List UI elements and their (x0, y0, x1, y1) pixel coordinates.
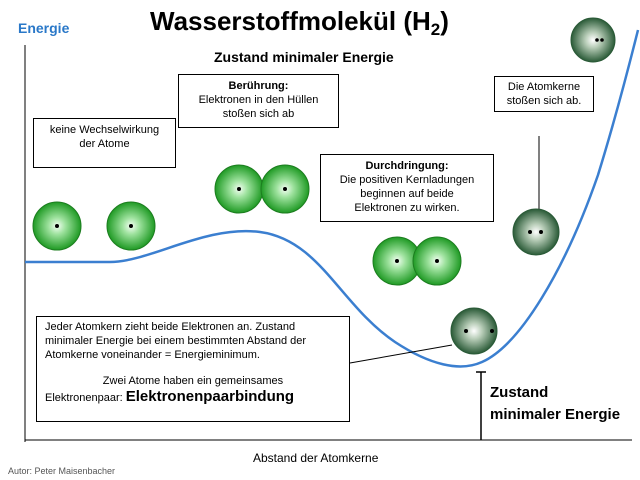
subtitle: Zustand minimaler Energie (214, 49, 394, 65)
atom-separate-right (106, 201, 156, 251)
box-contact-heading: Berührung: (228, 80, 289, 92)
box-contact-line2: stoßen sich ab (222, 108, 295, 120)
atom-penetrating-right (412, 236, 462, 286)
box-no-interaction-line1: keine Wechselwirkung (49, 124, 160, 136)
box-penetration-line3: Elektronen zu wirken. (354, 202, 460, 214)
author-credit: Autor: Peter Maisenbacher (8, 466, 116, 476)
bond-type-label: Elektronenpaarbindung (125, 388, 295, 405)
page-title: Wasserstoffmolekül (H2) (150, 6, 449, 39)
energy-curve (25, 29, 640, 368)
box-contact-line1: Elektronen in den Hüllen (198, 94, 319, 106)
pointer-line-explanation (349, 344, 453, 364)
box-no-interaction: keine Wechselwirkung der Atome (33, 118, 176, 168)
box-penetration-line1: Die positiven Kernladungen (339, 174, 475, 186)
molecule-repelling (512, 208, 560, 256)
box-explanation-prefix: Elektronenpaar: (45, 392, 123, 404)
molecule-minimum (450, 307, 498, 355)
x-axis-label: Abstand der Atomkerne (253, 451, 379, 465)
box-contact: Berührung: Elektronen in den Hüllen stoß… (178, 74, 339, 128)
atom-touching-right (260, 164, 310, 214)
minimum-label-line1: Zustand (490, 384, 549, 401)
box-explanation-line3: Elektronenpaar: Elektronenpaarbindung (45, 388, 341, 405)
box-nuclei-line1: Die Atomkerne (507, 81, 581, 93)
box-penetration-line2: beginnen auf beide (360, 188, 454, 200)
minimum-energy-label: Zustand minimaler Energie (490, 382, 620, 426)
box-nuclei-line2: stoßen sich ab. (506, 95, 582, 107)
minimum-label-line2: minimaler Energie (490, 406, 621, 423)
atom-penetrating-left (372, 236, 422, 286)
box-penetration-heading: Durchdringung: (365, 160, 449, 172)
box-no-interaction-line2: der Atome (79, 138, 130, 150)
box-explanation: Jeder Atomkern zieht beide Elektronen an… (36, 316, 350, 422)
y-axis-label: Energie (18, 20, 70, 36)
atom-separate-left (32, 201, 82, 251)
box-explanation-text: Jeder Atomkern zieht beide Elektronen an… (45, 321, 307, 361)
box-nuclei-repel: Die Atomkerne stoßen sich ab. (494, 76, 594, 112)
box-penetration: Durchdringung: Die positiven Kernladunge… (320, 154, 494, 222)
molecule-top-right (570, 17, 616, 63)
atom-touching-left (214, 164, 264, 214)
box-explanation-line2: Zwei Atome haben ein gemeinsames (102, 375, 284, 387)
title-subscript: 2 (430, 20, 441, 39)
